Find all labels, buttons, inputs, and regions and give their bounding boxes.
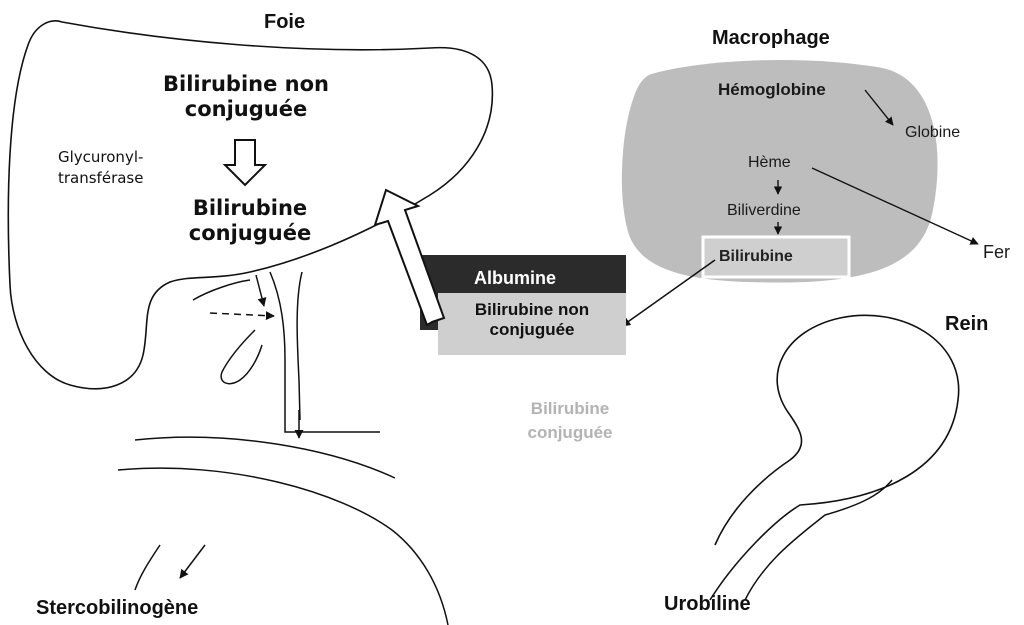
plasma-conjugated-bilirubin: Bilirubine conjuguée (500, 397, 640, 445)
uptake-arrow (375, 190, 444, 325)
albumin-bnc-line1: Bilirubine non (438, 300, 626, 320)
heme-label: Hème (748, 153, 791, 172)
plasma-bc-line1: Bilirubine (500, 397, 640, 421)
liver-conjugated-line1: Bilirubine (150, 196, 350, 221)
albumin-bnc-line2: conjuguée (438, 320, 626, 340)
liver-unconjugated-line2: conjuguée (132, 97, 360, 122)
biliverdine-label: Biliverdine (727, 201, 801, 220)
plasma-bc-line2: conjuguée (500, 421, 640, 445)
liver-label: Foie (264, 10, 305, 34)
macrophage-bilirubine-label: Bilirubine (719, 247, 793, 266)
albumine-label: Albumine (474, 268, 556, 290)
fer-label: Fer (983, 242, 1010, 264)
liver-conjugated-line2: conjuguée (150, 221, 350, 246)
urobiline-label: Urobiline (664, 592, 751, 616)
liver-conjugated-bilirubin: Bilirubine conjuguée (150, 196, 350, 246)
globine-label: Globine (905, 123, 960, 142)
glycuronyltransferase-label: Glycuronyl- transférase (58, 147, 143, 189)
conjugation-arrow (225, 140, 265, 185)
liver-unconjugated-line1: Bilirubine non (132, 72, 360, 97)
hemoglobine-label: Hémoglobine (718, 80, 826, 100)
enzyme-line1: Glycuronyl- (58, 147, 143, 168)
macrophage-label: Macrophage (712, 26, 830, 50)
enzyme-line2: transférase (58, 168, 143, 189)
albumin-bilirubin-text: Bilirubine non conjuguée (438, 300, 626, 341)
kidney-label: Rein (945, 312, 988, 336)
liver-unconjugated-bilirubin: Bilirubine non conjuguée (132, 72, 360, 122)
stercobilinogene-label: Stercobilinogène (36, 596, 198, 620)
